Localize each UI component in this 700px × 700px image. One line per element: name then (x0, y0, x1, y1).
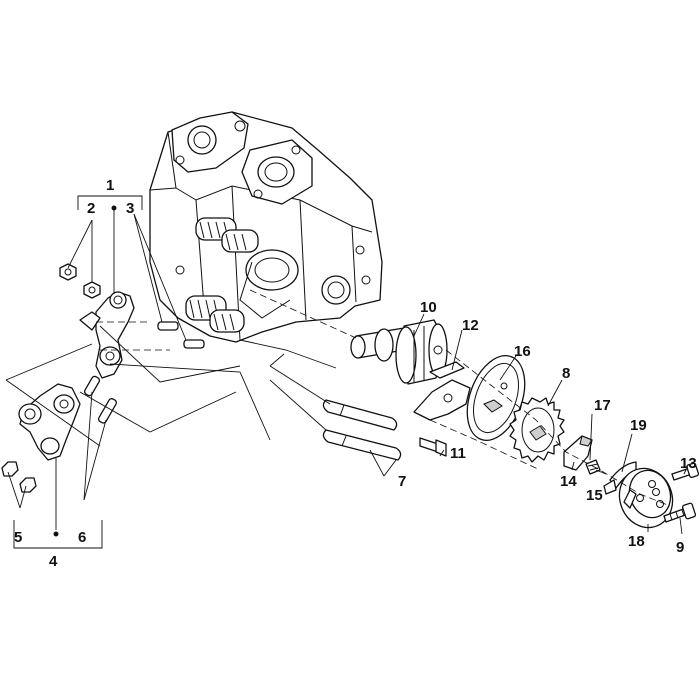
callout-labels: 1 2 3 4 5 6 7 8 9 10 11 12 13 14 15 16 1… (14, 177, 697, 570)
cylinder-head (149, 111, 383, 343)
leader-lines (7, 195, 687, 549)
callout-14: 14 (560, 473, 577, 490)
callout-5: 5 (14, 529, 22, 546)
callout-10: 10 (420, 299, 437, 316)
rocker-arm-lower (18, 383, 81, 461)
nuts-and-pins (1, 263, 205, 493)
group-dot-4 (53, 531, 59, 537)
callout-17: 17 (594, 397, 611, 414)
callout-18: 18 (628, 533, 645, 550)
callout-2: 2 (87, 200, 95, 217)
callout-15: 15 (586, 487, 603, 504)
group-dot-1 (111, 205, 117, 211)
callout-3: 3 (126, 200, 134, 217)
cam-sprocket (509, 397, 565, 463)
camshaft (350, 319, 448, 385)
callout-6: 6 (78, 529, 86, 546)
callout-16: 16 (514, 343, 531, 360)
bolt-13 (671, 462, 700, 481)
callout-9: 9 (676, 539, 684, 556)
callout-4: 4 (49, 553, 58, 570)
decompressor-parts (563, 435, 601, 475)
sprocket-cover (618, 467, 674, 529)
bolt-9 (663, 502, 697, 523)
callout-13: 13 (680, 455, 697, 472)
callout-7: 7 (398, 473, 406, 490)
assembly-guide-lines (5, 289, 671, 507)
callout-1: 1 (106, 177, 114, 194)
retaining-plate (413, 361, 471, 421)
callout-19: 19 (630, 417, 647, 434)
valve-springs-top (195, 217, 259, 253)
rocker-arm-upper (79, 291, 135, 379)
callout-8: 8 (562, 365, 570, 382)
callout-11: 11 (450, 445, 466, 462)
bolt-11 (419, 437, 447, 457)
valve-springs-bottom (185, 295, 245, 333)
rocker-shafts (322, 399, 402, 461)
callout-12: 12 (462, 317, 479, 334)
